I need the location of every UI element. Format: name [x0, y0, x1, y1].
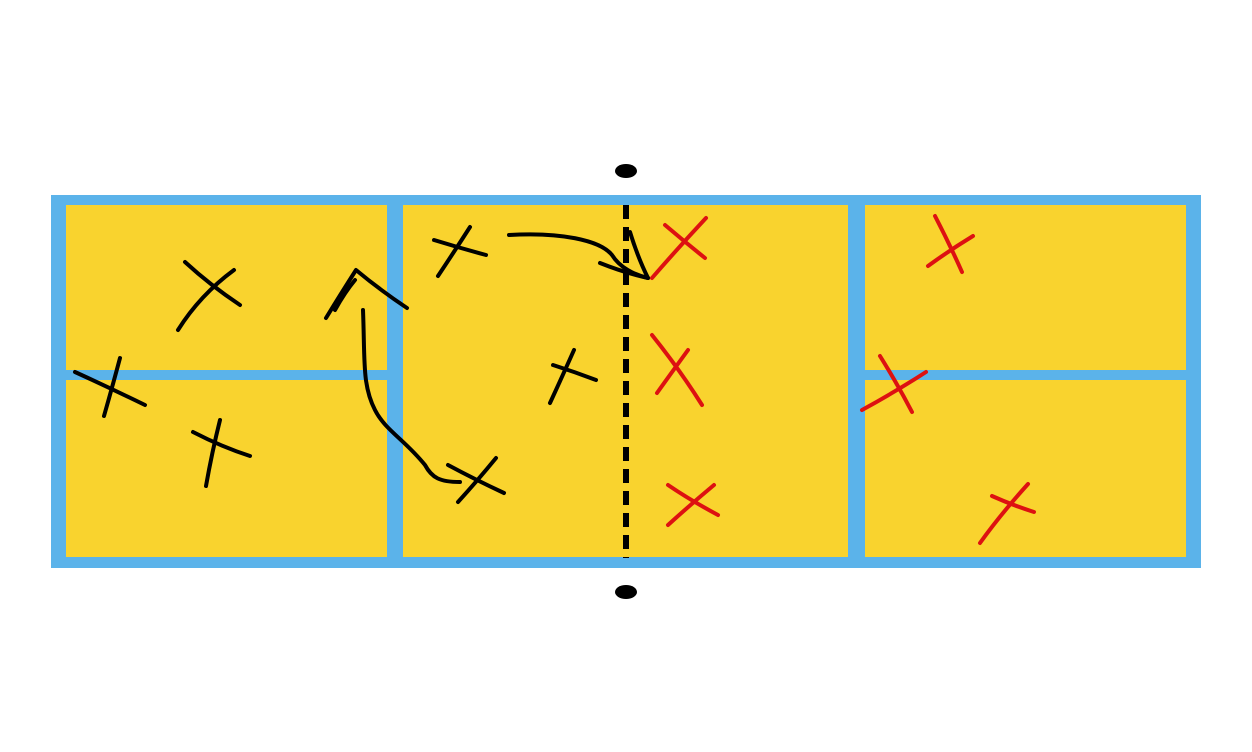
movement-arrows [324, 230, 650, 484]
player-marker [650, 216, 708, 280]
rotation-arrow-to-net [507, 230, 650, 280]
player-marker [978, 482, 1036, 545]
player-marker [432, 225, 488, 278]
rotation-arrow-loop [324, 268, 462, 484]
player-marker [446, 456, 506, 504]
court-zone-right-back-bottom [865, 380, 1186, 557]
court-zone-right-back-top [865, 205, 1186, 370]
player-marker [176, 260, 242, 332]
court-zone-left-back-bottom [66, 380, 387, 557]
player-marker [860, 354, 928, 414]
player-marker [191, 418, 252, 488]
team-b-players [650, 214, 1036, 545]
team-a-players [73, 225, 598, 504]
player-marker [650, 333, 704, 407]
player-marker [73, 356, 147, 418]
net [615, 164, 637, 599]
player-marker [548, 348, 598, 405]
net-post-top [615, 164, 637, 178]
player-marker [926, 214, 975, 274]
court-zone-left-back-top [66, 205, 387, 370]
net-post-bottom [615, 585, 637, 599]
player-marker [666, 483, 720, 527]
